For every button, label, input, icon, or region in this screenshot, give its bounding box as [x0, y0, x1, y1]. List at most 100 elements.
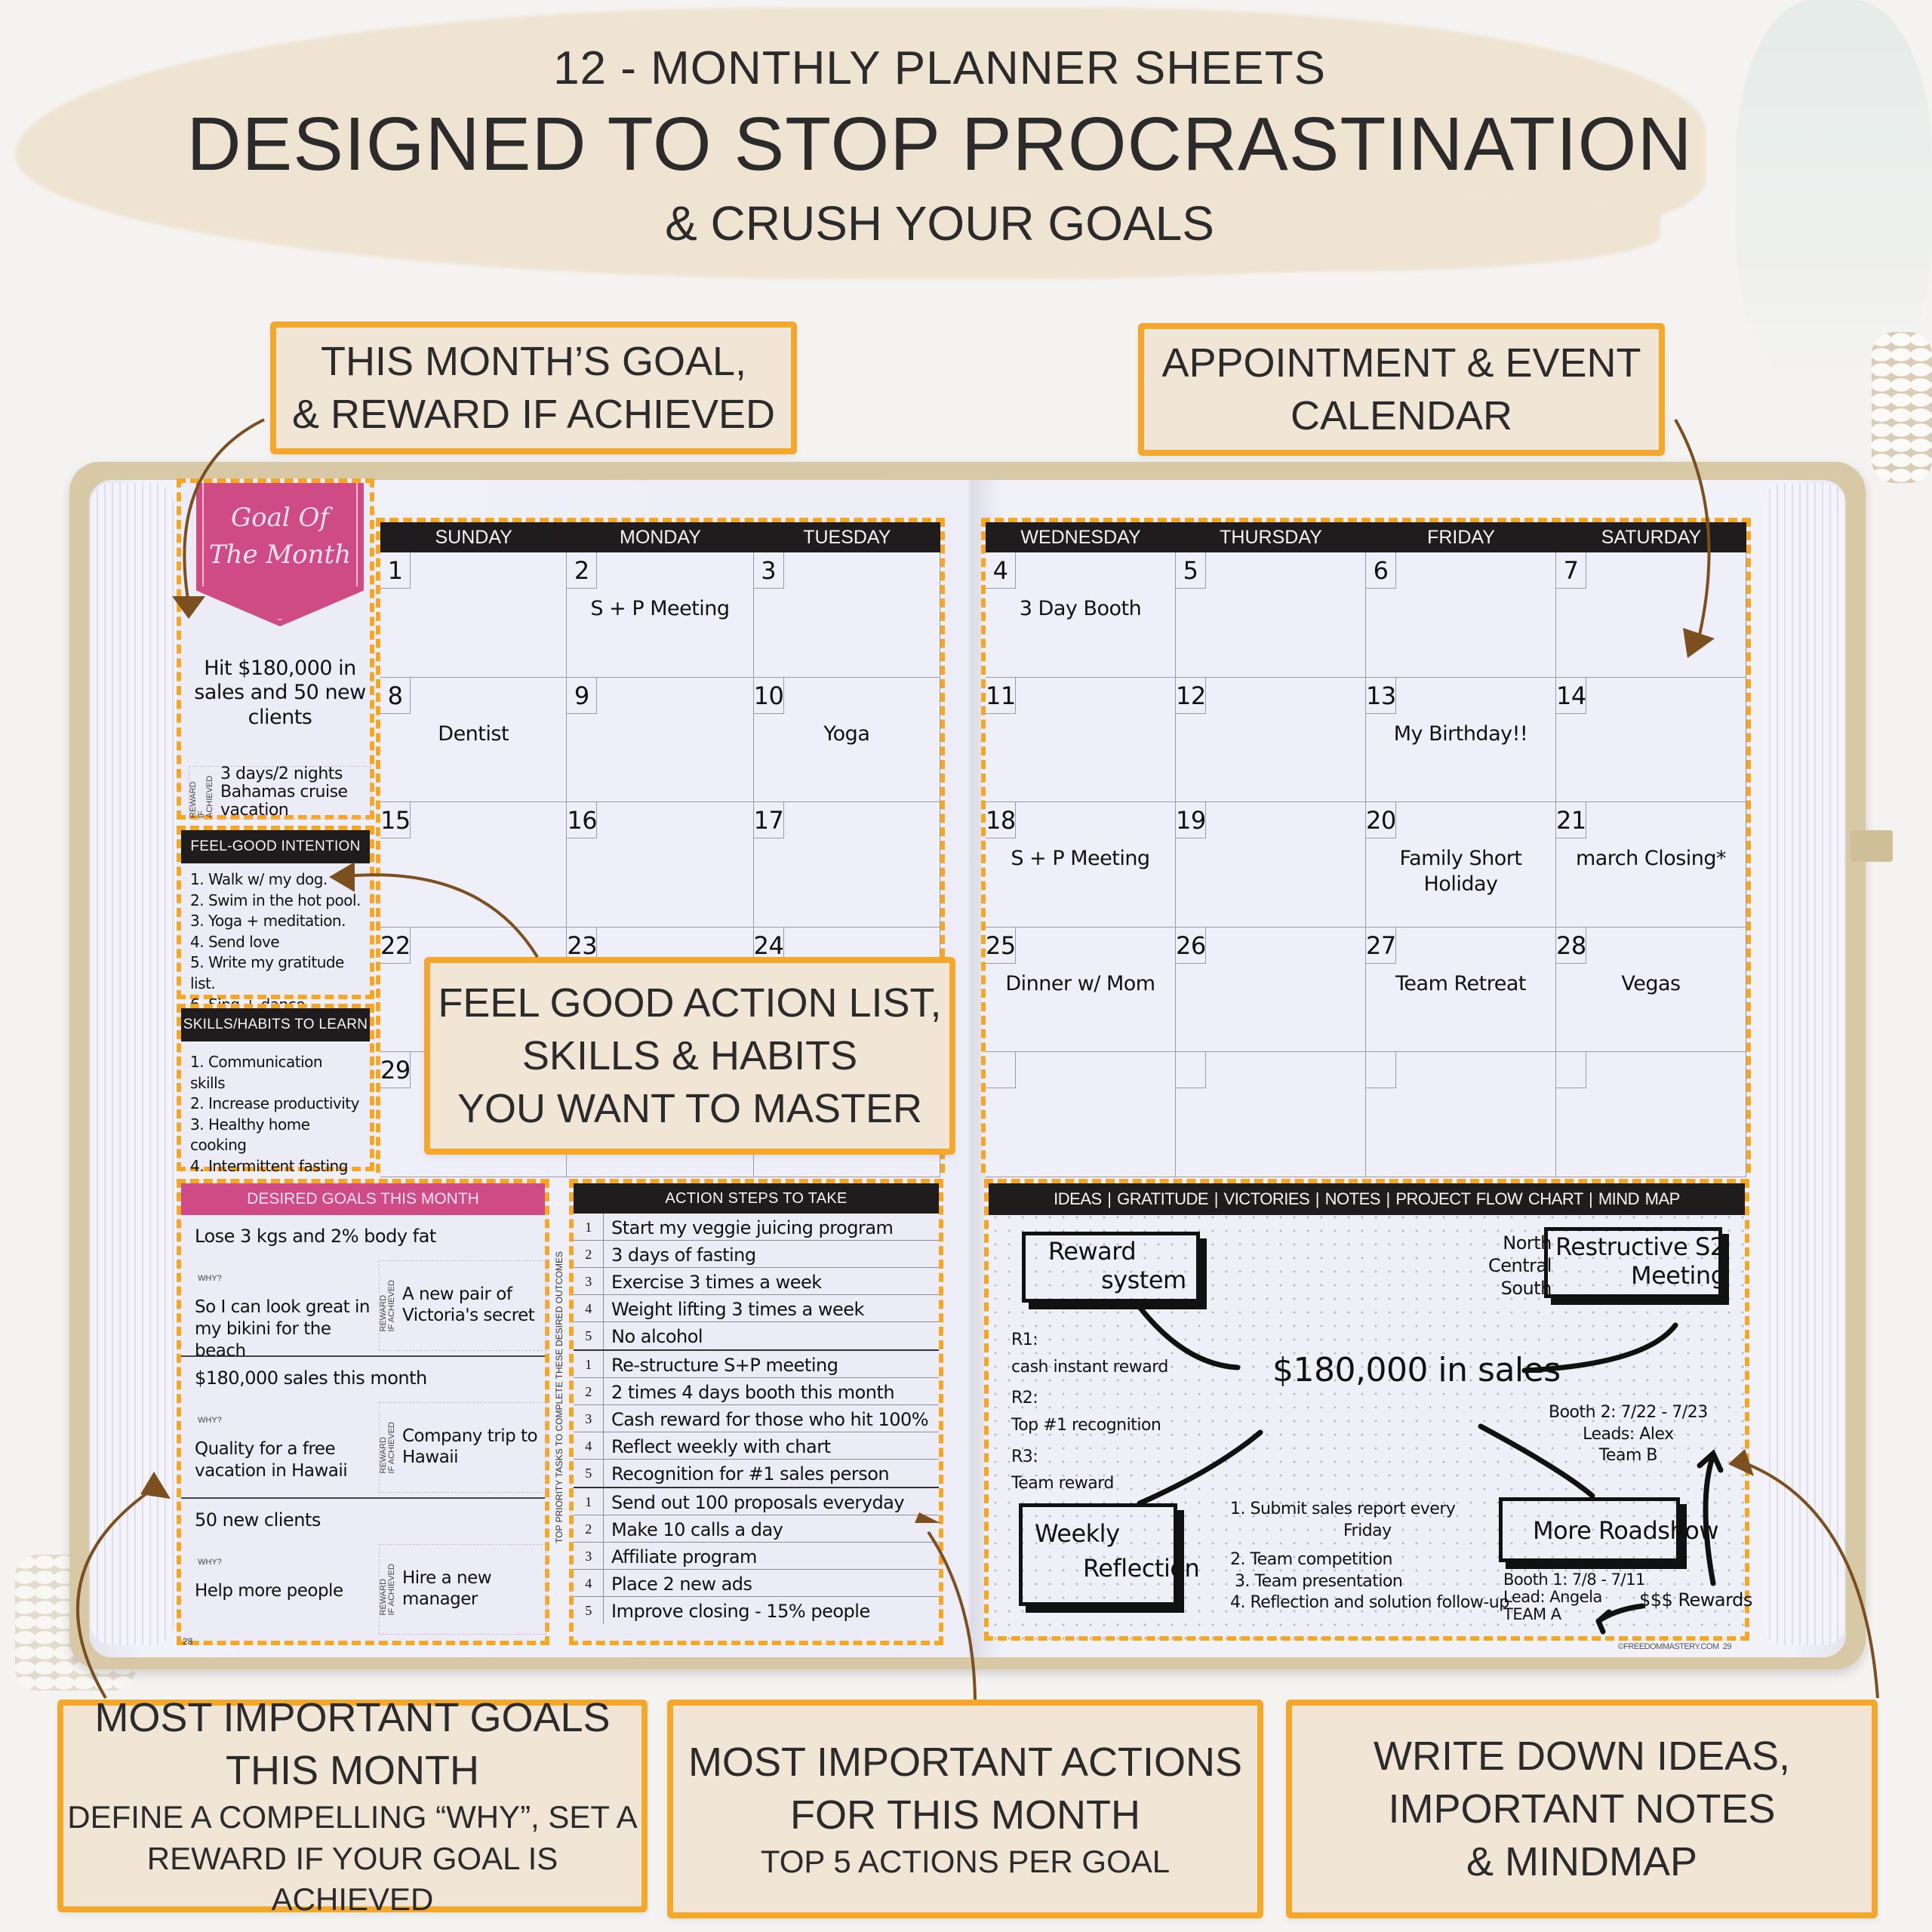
weekly-reflection-box[interactable]: Weekly Reflection — [1019, 1503, 1200, 1606]
action-text[interactable]: 2 times 4 days booth this month — [611, 1382, 895, 1403]
day-event[interactable]: Family Short Holiday — [1399, 847, 1522, 896]
day-event[interactable]: S + P Meeting — [1011, 847, 1150, 871]
why-text[interactable]: Help more people — [195, 1581, 343, 1601]
why-label: WHY? — [198, 1558, 222, 1567]
action-text[interactable]: Exercise 3 times a week — [611, 1272, 822, 1293]
action-text[interactable]: No alcohol — [611, 1326, 703, 1347]
action-text[interactable]: Send out 100 proposals everyday — [611, 1492, 905, 1513]
list-item[interactable]: 2. Increase productivity — [190, 1094, 360, 1113]
day-event[interactable]: My Birthday!! — [1393, 721, 1528, 746]
action-text[interactable]: Weight lifting 3 times a week — [611, 1299, 864, 1320]
action-text[interactable]: Make 10 calls a day — [611, 1519, 783, 1540]
calendar-day-cell[interactable] — [1556, 1052, 1746, 1177]
banner-line-1: Goal Of — [230, 503, 330, 533]
goal-text[interactable]: Lose 3 kgs and 2% body fat — [195, 1226, 436, 1247]
goal-text[interactable]: $180,000 sales this month — [195, 1367, 427, 1389]
day-event[interactable]: Yoga — [823, 721, 870, 746]
calendar-day-cell[interactable]: 14 — [1556, 677, 1746, 803]
calendar-day-cell[interactable]: 1 — [380, 552, 568, 678]
action-text[interactable]: Start my veggie juicing program — [611, 1217, 894, 1238]
list-item[interactable]: 2. Swim in the hot pool. — [190, 891, 361, 909]
why-text[interactable]: So I can look great in my bikini for the… — [195, 1297, 370, 1361]
box-text: Reflection — [1083, 1554, 1200, 1583]
mind-map-center[interactable]: $180,000 in sales — [1272, 1351, 1561, 1389]
day-event[interactable]: Vegas — [1621, 971, 1681, 995]
reward-text[interactable]: Hire a new manager — [402, 1568, 492, 1609]
goal-text[interactable]: 50 new clients — [195, 1509, 321, 1531]
more-roadshow-box[interactable]: More Roadshow — [1499, 1497, 1719, 1562]
list-item[interactable]: 3. Yoga + meditation. — [190, 912, 346, 931]
month-reward-text[interactable]: 3 days/2 nights Bahamas cruise vacation — [220, 764, 348, 820]
calendar-day-cell[interactable]: 5 — [1176, 552, 1366, 678]
calendar-day-cell[interactable]: 11 — [986, 677, 1176, 803]
action-text[interactable]: Recognition for #1 sales person — [611, 1463, 890, 1484]
action-text[interactable]: 3 days of fasting — [611, 1244, 756, 1266]
calendar-day-cell[interactable]: 7 — [1556, 552, 1746, 678]
calendar-day-cell[interactable] — [1176, 1052, 1366, 1177]
action-text[interactable]: Re-structure S+P meeting — [611, 1355, 838, 1376]
day-event[interactable]: march Closing* — [1575, 847, 1727, 871]
reward-text[interactable]: Company trip to Hawaii — [402, 1426, 538, 1467]
action-text[interactable]: Affiliate program — [611, 1546, 757, 1567]
footer-copyright: ©FREEDOMMASTERY.COM 29 — [1617, 1642, 1732, 1651]
calendar-day-cell[interactable]: 17 — [753, 802, 940, 928]
action-text[interactable]: Reflect weekly with chart — [611, 1436, 831, 1457]
reward-text[interactable]: A new pair of Victoria's secret — [402, 1284, 535, 1325]
calendar-day-cell[interactable]: 16 — [567, 802, 754, 928]
list-item[interactable]: 4. Intermittent fasting — [190, 1156, 348, 1175]
calendar-day-cell[interactable]: 9 — [567, 677, 754, 803]
calendar-day-cell[interactable]: 6 — [1366, 552, 1556, 678]
list-item[interactable]: 5. Write my gratitude list. — [190, 953, 344, 992]
list-item[interactable]: 3. Healthy home cooking — [190, 1115, 310, 1155]
calendar-day-cell[interactable]: 26 — [1176, 927, 1366, 1053]
why-text[interactable]: Quality for a free vacation in Hawaii — [195, 1439, 348, 1481]
calendar-day-cell[interactable] — [986, 1052, 1176, 1177]
restructure-meeting-box[interactable]: Restructive S2 Meeting — [1544, 1227, 1726, 1298]
reward-system-box[interactable]: Reward system — [1022, 1232, 1200, 1303]
calendar-day-cell[interactable] — [1366, 1052, 1556, 1177]
day-event[interactable]: Dinner w/ Mom — [1005, 971, 1155, 995]
day-event[interactable]: S + P Meeting — [590, 597, 730, 620]
action-text[interactable]: Place 2 new ads — [611, 1574, 752, 1595]
day-event[interactable]: 3 Day Booth — [1019, 597, 1142, 620]
calendar-day-cell[interactable]: 12 — [1176, 677, 1366, 803]
list-item[interactable]: 1. Communication skills — [190, 1053, 323, 1092]
calendar-day-cell[interactable]: 3 — [753, 552, 940, 678]
action-text[interactable]: Cash reward for those who hit 100% — [611, 1409, 929, 1430]
calendar-day-cell[interactable]: 15 — [380, 802, 568, 928]
day-event[interactable]: Team Retreat — [1395, 971, 1526, 995]
action-text[interactable]: Improve closing - 15% people — [611, 1601, 870, 1622]
list-item[interactable]: 4. Send love — [190, 932, 280, 951]
list-item[interactable]: 1. Walk w/ my dog. — [190, 870, 328, 888]
calendar-day-cell[interactable]: 19 — [1176, 802, 1366, 928]
month-goal-text[interactable]: Hit $180,000 in sales and 50 new clients — [194, 657, 366, 729]
day-event[interactable]: Dentist — [438, 721, 509, 746]
